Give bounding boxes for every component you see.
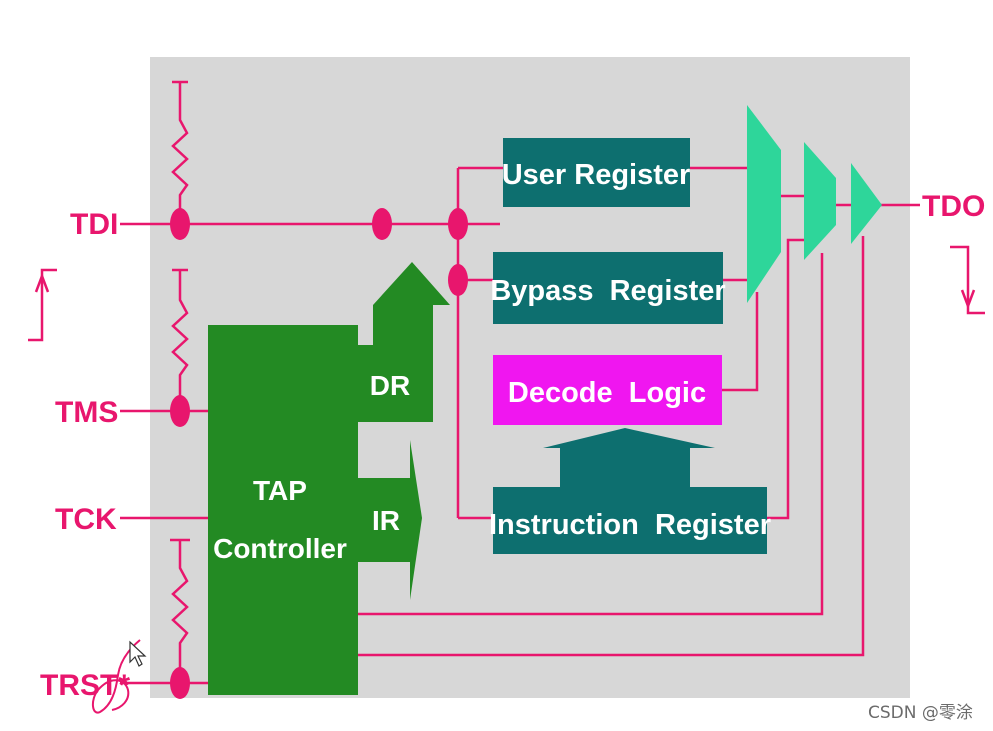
output-muxes [747, 105, 882, 303]
user-register-label: User Register [502, 159, 691, 191]
pin-tck-label: TCK [55, 503, 117, 536]
junction-dot [372, 208, 392, 240]
bypass-register-label: Bypass Register [490, 275, 725, 307]
wires [120, 80, 920, 685]
tap-label-line2: Controller [213, 533, 347, 564]
decode-feed-arrow [543, 428, 715, 488]
tap-controller: TAP Controller DR IR [208, 262, 450, 695]
mouse-pointer-icon [129, 640, 147, 667]
decode-logic: Decode Logic [493, 355, 722, 425]
pin-tdi-label: TDI [70, 208, 118, 241]
mux-2 [804, 142, 836, 260]
handwritten-mark [92, 639, 141, 714]
instruction-register: Instruction Register [489, 487, 771, 554]
instruction-register-label: Instruction Register [489, 509, 771, 541]
user-register: User Register [502, 138, 691, 207]
mux-1 [747, 105, 781, 303]
ir-arrow-shape [357, 440, 422, 600]
junction-dot [170, 208, 190, 240]
tdo-buffer [851, 163, 882, 244]
dr-label: DR [370, 370, 410, 401]
bypass-register: Bypass Register [490, 252, 726, 324]
input-arrow-icon [28, 268, 57, 342]
junction-dots [170, 208, 468, 699]
pin-tdo-label: TDO [922, 190, 985, 223]
output-arrow-icon [950, 245, 985, 315]
junction-dot [170, 395, 190, 427]
tap-label-line1: TAP [253, 475, 307, 506]
pin-tms-label: TMS [55, 396, 118, 429]
junction-dot [448, 264, 468, 296]
junction-dot [170, 667, 190, 699]
junction-dot [448, 208, 468, 240]
ir-label: IR [372, 505, 400, 536]
decode-logic-label: Decode Logic [508, 377, 706, 409]
watermark: CSDN @零涂 [868, 703, 973, 723]
dr-arrow-shape [357, 262, 450, 422]
